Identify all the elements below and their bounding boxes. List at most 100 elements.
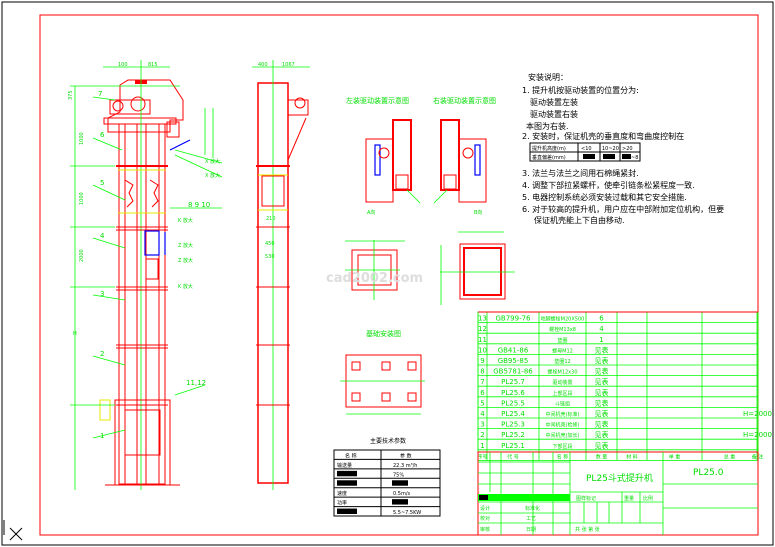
param-value-redacted <box>392 480 408 486</box>
note-1: 1. 提升机按驱动装置的位置分为: <box>522 85 639 95</box>
parts-cell: PL25.1 <box>501 442 525 450</box>
parts-cell: 见表 <box>595 409 609 418</box>
note-3: 3. 法兰与法兰之间用石棉绳紧封. <box>522 168 639 178</box>
parts-header-cell: 数 量 <box>596 453 608 460</box>
parts-cell: 3 <box>480 421 484 429</box>
parts-cell: 地脚螺栓M20X500 <box>541 316 585 323</box>
tol-cell: <10 <box>581 146 592 152</box>
parts-cell: H=2000 <box>743 431 772 439</box>
installation-notes: 安装说明： 1. 提升机按驱动装置的位置分为: 驱动装置左装 驱动装置右装 本图… <box>522 72 724 225</box>
dim-text: 815 <box>148 62 158 68</box>
parts-cell: 7 <box>480 378 484 386</box>
dim-text: 100 <box>118 62 128 68</box>
parts-cell: 见表 <box>595 345 609 354</box>
parts-cell: 中间机壳(检修) <box>546 422 580 429</box>
parts-header-cell: 材 料 <box>626 453 638 460</box>
param-name-redacted <box>337 470 357 477</box>
part-label: 6 <box>100 131 105 139</box>
dim-text: 1000 <box>79 132 85 145</box>
main-elevation-view <box>70 60 223 490</box>
foundation-title: 基础安装图 <box>366 329 401 338</box>
parts-cell: 4 <box>599 325 604 333</box>
parts-cell: 见表 <box>595 388 609 397</box>
right-drive-title: 右装驱动装置示意图 <box>433 96 496 105</box>
parts-cell: 11 <box>478 336 487 344</box>
dim-text: 375 <box>68 90 74 100</box>
parts-cell: 见表 <box>595 441 609 450</box>
tol-cell: 提升机高度(m) <box>532 145 566 152</box>
tol-cell: 垂直偏差(mm) <box>532 154 566 161</box>
note-1c: 本图为右装. <box>526 121 569 131</box>
parts-cell: 8 <box>480 368 484 376</box>
parts-cell: 9 <box>480 357 484 365</box>
detail-x-label: X 放大 <box>205 172 220 179</box>
parts-header-cell: 名 称 <box>557 453 569 460</box>
view-a-label: A向 <box>367 209 375 216</box>
parts-cell: 垫圈 <box>557 337 567 344</box>
main-view-labels: 1 2 3 4 5 6 7 8 9 10 11,12 X 放大 X 放大 K 放… <box>68 62 295 440</box>
detail-k-label: K 放大 <box>178 217 193 224</box>
side-view <box>252 60 310 490</box>
dim-text: 1067 <box>282 62 295 68</box>
weight-label: 重量 <box>624 495 634 502</box>
parts-cell: GB5781-86 <box>493 368 533 376</box>
parts-cell: 见表 <box>595 367 609 376</box>
parts-cell: 驱动装置 <box>552 379 572 386</box>
parts-header-cell: 总 重 <box>724 453 736 460</box>
standard-label: 标准化 <box>525 505 540 512</box>
detail-z-label: Z 放大 <box>178 242 193 249</box>
detail-k-label: K 放大 <box>178 283 193 290</box>
parts-cell: PL25.6 <box>501 389 525 397</box>
parts-cell: 垫圈12 <box>554 358 570 365</box>
mark-label: 图样标记 <box>576 495 596 502</box>
drawing-title: PL25斗式提升机 <box>586 472 653 484</box>
dim-text: 450 <box>265 241 275 247</box>
part-label-11-12: 11,12 <box>186 379 206 387</box>
parts-cell: 见表 <box>595 356 609 365</box>
parts-cell: 1 <box>599 336 603 344</box>
param-value: 75% <box>393 472 404 478</box>
param-value: 22.3 m³/h <box>393 463 417 469</box>
param-name: 速度 <box>337 490 347 497</box>
notes-title: 安装说明： <box>528 72 568 82</box>
check-label: 校对 <box>480 515 490 522</box>
params-title: 主要技术参数 <box>370 437 406 445</box>
drawing-number: PL25.0 <box>693 468 724 478</box>
parts-cell: GB799-76 <box>495 315 531 323</box>
param-value: 0.5m/s <box>393 491 411 497</box>
note-4: 4. 调整下部拉紧螺杆，使牵引链条松紧程度一致. <box>522 180 695 190</box>
note-1a: 驱动装置左装 <box>530 97 578 107</box>
parts-cell: 见表 <box>595 377 609 386</box>
design-label: 设计 <box>480 505 490 512</box>
dim-text: 400 <box>258 62 268 68</box>
dim-text: 210 <box>266 216 276 222</box>
parts-cell: 6 <box>480 389 485 397</box>
drive-schematics: 左装驱动装置示意图 右装驱动装置示意图 A向 B向 cad2002.com <box>326 96 515 305</box>
scale-label: 比例 <box>643 495 653 502</box>
ucs-icon <box>3 520 23 541</box>
parts-cell: 下部区段 <box>552 443 572 450</box>
parts-cell: 螺栓M13x8 <box>549 326 576 333</box>
param-name-redacted <box>337 480 357 486</box>
parts-cell: 螺栓M12x30 <box>548 369 578 376</box>
parts-cell: GB41-86 <box>498 346 529 354</box>
parts-cell: 1 <box>480 442 484 450</box>
parts-cell: PL25.4 <box>501 410 525 418</box>
part-label: 5 <box>100 179 104 187</box>
parts-cell: 见表 <box>595 430 609 439</box>
watermark: cad2002.com <box>326 271 423 286</box>
param-name: 输送量 <box>337 462 352 469</box>
date-label: 日期 <box>526 527 536 533</box>
parts-cell: 见表 <box>595 398 609 407</box>
parts-cell: H=2000 <box>743 410 772 418</box>
part-label: 2 <box>100 350 104 358</box>
parts-cell: PL25.5 <box>501 399 525 407</box>
detail-x-label: X 放大 <box>205 158 220 165</box>
dim-text: 2000 <box>79 249 85 262</box>
parts-cell: 2 <box>480 431 484 439</box>
detail-z-label: Z 放大 <box>178 257 193 264</box>
tol-cell: 10~20 <box>602 146 619 152</box>
parts-cell: 6 <box>599 315 604 323</box>
